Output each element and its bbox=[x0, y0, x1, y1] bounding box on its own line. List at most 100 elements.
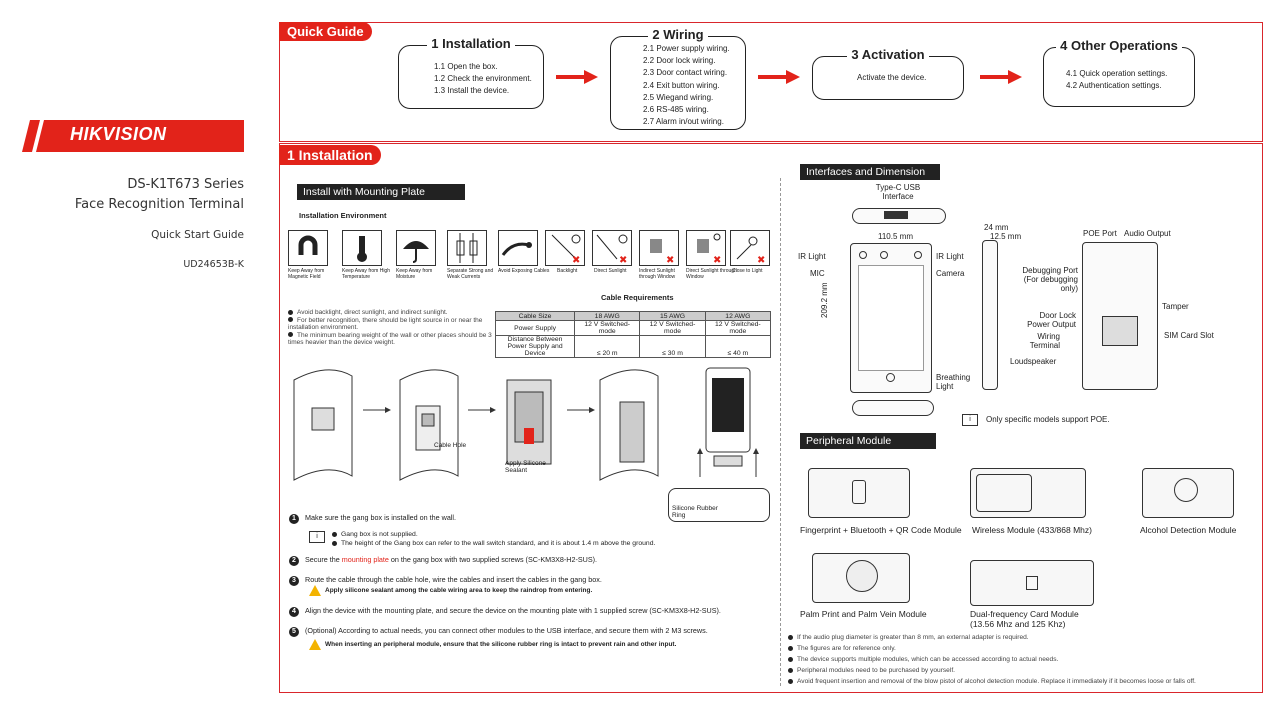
svg-text:✖: ✖ bbox=[713, 255, 721, 265]
env-icon-label: Keep Away from High Temperature bbox=[342, 268, 390, 280]
cable-hole-label: Cable Hole bbox=[434, 442, 467, 449]
table-header: 15 AWG bbox=[639, 311, 706, 321]
step-item: 1.3 Install the device. bbox=[434, 86, 510, 96]
interfaces-header: Interfaces and Dimension bbox=[800, 164, 940, 180]
step-item: 4.2 Authentication settings. bbox=[1066, 81, 1162, 91]
rubber-ring-callout bbox=[668, 488, 770, 522]
mounting-diagram bbox=[293, 367, 759, 481]
step-wiring: 2 Wiring 2.1 Power supply wiring. 2.2 Do… bbox=[610, 27, 746, 130]
step-title: 3 Activation bbox=[847, 47, 929, 62]
series-title: DS-K1T673 Series bbox=[127, 177, 244, 192]
product-title: Face Recognition Terminal bbox=[74, 197, 244, 212]
step-item: 2.7 Alarm in/out wiring. bbox=[643, 117, 724, 127]
env-icon-label: Keep Away from Magnetic Field bbox=[288, 268, 325, 280]
list-item: The minimum bearing weight of the wall o… bbox=[288, 331, 492, 346]
step-title: 4 Other Operations bbox=[1056, 38, 1182, 53]
tamper-label: Tamper bbox=[1162, 302, 1189, 311]
list-item: The device supports multiple modules, wh… bbox=[788, 654, 1258, 665]
light-icon: ✖ bbox=[730, 230, 770, 266]
install-step-1-note-a: Gang box is not supplied. bbox=[332, 531, 418, 538]
step-title: 2 Wiring bbox=[648, 27, 708, 42]
module-label: (13.56 Mhz and 125 Khz) bbox=[970, 619, 1066, 629]
wiring-terminal-label: Wiring Terminal bbox=[1029, 332, 1060, 350]
module-label: Dual-frequency Card Module bbox=[970, 609, 1079, 619]
step-item: 1.1 Open the box. bbox=[434, 62, 498, 71]
device-side-view bbox=[982, 240, 998, 390]
env-icon-label: Avoid Exposing Cables bbox=[498, 268, 550, 274]
device-top-port bbox=[884, 211, 908, 219]
sim-card-slot-label: SIM Card Slot bbox=[1164, 331, 1214, 340]
device-screen bbox=[858, 265, 924, 371]
alcohol-sensor-icon bbox=[1174, 478, 1198, 502]
rubber-ring-label: Silicone Rubber Ring bbox=[672, 505, 718, 519]
installation-frame bbox=[279, 143, 1263, 693]
step-item: 2.5 Wiegand wiring. bbox=[643, 92, 714, 102]
step-item: 2.1 Power supply wiring. bbox=[643, 44, 730, 53]
module-label: Palm Print and Palm Vein Module bbox=[800, 609, 927, 619]
svg-text:✖: ✖ bbox=[619, 255, 627, 265]
warning-icon bbox=[309, 639, 321, 650]
step-installation: 1 Installation 1.1 Open the box. 1.2 Che… bbox=[398, 36, 544, 109]
list-item: Avoid frequent insertion and removal of … bbox=[788, 676, 1258, 687]
env-icon-label: Backlight bbox=[557, 268, 578, 274]
cable-requirements-table: Cable Size 18 AWG 15 AWG 12 AWG Power Su… bbox=[494, 311, 772, 358]
mic-label: MIC bbox=[810, 269, 825, 278]
module-label: Fingerprint + Bluetooth + QR Code Module bbox=[800, 525, 962, 535]
fingerprint-module bbox=[808, 468, 910, 518]
loudspeaker-label: Loudspeaker bbox=[1010, 357, 1057, 366]
ir-light-icon bbox=[914, 251, 922, 259]
fingerprint-sensor-icon bbox=[852, 480, 866, 504]
wire-icon bbox=[447, 230, 487, 266]
apply-sealant-label: Apply Silicone Sealant bbox=[505, 460, 546, 474]
mount-header: Install with Mounting Plate bbox=[297, 184, 465, 200]
ir-light-left-label: IR Light bbox=[798, 252, 826, 261]
list-item: Peripheral modules need to be purchased … bbox=[788, 665, 1258, 676]
step-item: 2.3 Door contact wiring. bbox=[643, 68, 728, 78]
note-icon: i bbox=[962, 414, 978, 426]
sun-icon: ✖ bbox=[592, 230, 632, 266]
svg-text:✖: ✖ bbox=[757, 255, 765, 265]
sim-slot-icon bbox=[1102, 316, 1138, 346]
note-icon: i bbox=[309, 531, 325, 543]
poe-port-label: POE Port bbox=[1083, 229, 1117, 238]
window-icon: ✖ bbox=[639, 230, 679, 266]
depth-dimension-2: 12.5 mm bbox=[990, 232, 1022, 241]
palm-sensor-icon bbox=[846, 560, 878, 592]
step-other-operations: 4 Other Operations 4.1 Quick operation s… bbox=[1043, 38, 1195, 107]
module-label: Wireless Module (433/868 Mhz) bbox=[972, 525, 1092, 535]
env-icon-label: Close to Light bbox=[732, 268, 763, 274]
list-item: The figures are for reference only. bbox=[788, 643, 1258, 654]
install-step-3-warning: Apply silicone sealant among the cable w… bbox=[309, 585, 592, 596]
table-header: 18 AWG bbox=[574, 311, 641, 321]
step-activation: 3 Activation Activate the device. bbox=[812, 47, 964, 100]
env-icon-label: Direct Sunlight bbox=[594, 268, 627, 274]
peripheral-header: Peripheral Module bbox=[800, 433, 936, 449]
camera-label: Camera bbox=[936, 269, 965, 278]
install-step-1-note-b: The height of the Gang box can refer to … bbox=[332, 540, 655, 547]
quick-guide-frame bbox=[279, 22, 1263, 142]
width-dimension: 110.5 mm bbox=[878, 232, 913, 241]
env-icon-label: Keep Away from Moisture bbox=[396, 268, 433, 280]
door-lock-label: Door Lock Power Output bbox=[1027, 311, 1076, 329]
debug-port-label: Debugging Port (For debugging only) bbox=[1022, 266, 1078, 293]
install-step-5-warning: When inserting an peripheral module, ens… bbox=[309, 639, 676, 650]
hikvision-logo bbox=[22, 120, 244, 152]
svg-text:✖: ✖ bbox=[666, 255, 674, 265]
depth-dimension-1: 24 mm bbox=[984, 223, 1009, 232]
card-sensor-icon bbox=[1026, 576, 1038, 590]
quick-guide-tag: Quick Guide bbox=[279, 22, 372, 41]
typec-label: Type-C USB Interface bbox=[875, 183, 921, 201]
cable-table-title: Cable Requirements bbox=[601, 293, 674, 302]
env-icon-label: Direct Sunlight through Window bbox=[686, 268, 737, 280]
arrow-icon bbox=[556, 70, 598, 84]
step-item: 2.2 Door lock wiring. bbox=[643, 56, 716, 66]
arrow-icon bbox=[980, 70, 1022, 84]
env-icon-label: Indirect Sunlight through Window bbox=[639, 268, 676, 280]
env-notes: Avoid backlight, direct sunlight, and in… bbox=[288, 309, 494, 347]
module-label: Alcohol Detection Module bbox=[1140, 525, 1237, 535]
cable-icon bbox=[498, 230, 538, 266]
